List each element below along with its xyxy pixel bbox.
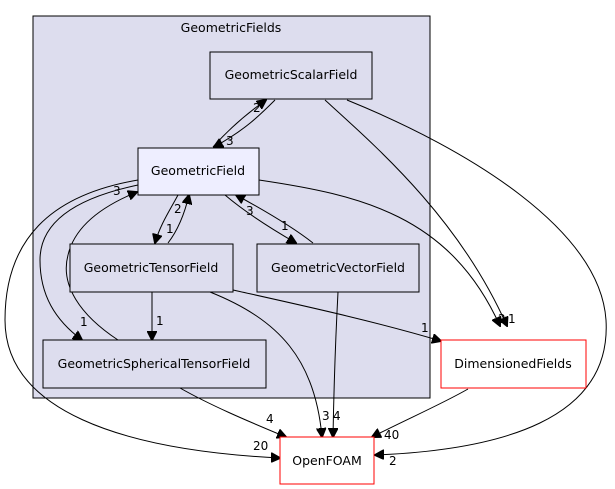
edge-label: 1 [508,312,516,326]
edge-dimensioned-to-openfoam [372,388,469,437]
edge-label: 3 [322,409,330,423]
node-label: OpenFOAM [292,453,362,468]
edge-label: 2 [498,312,506,326]
node-box [440,339,587,389]
node-box [69,243,234,293]
cluster-title: GeometricFields [181,20,282,35]
edge-tensor-to-dimensioned [232,289,441,341]
edge-vector-to-field [236,195,314,244]
edge-label: 1 [80,315,88,329]
node-geometric-spherical-tensor-field[interactable]: GeometricSphericalTensorField [42,339,267,389]
node-box [279,436,375,485]
node-label: GeometricTensorField [84,260,219,275]
edge-field-to-spherical [39,184,139,340]
edge-scalar-to-openfoam [346,99,607,455]
edge-label: 3 [246,204,254,218]
edge-tensor-to-field [167,195,189,244]
edge-label: 20 [253,439,268,453]
node-geometric-tensor-field[interactable]: GeometricTensorField [69,243,234,293]
edge-vector-to-openfoam [333,291,339,437]
edge-field-to-scalar [212,100,266,148]
edge-label: 2 [174,202,182,216]
node-geometric-scalar-field[interactable]: GeometricScalarField [209,51,373,100]
edge-spherical-to-openfoam [179,387,286,437]
node-dimensioned-fields[interactable]: DimensionedFields [440,339,587,389]
edges: 3 2 1 2 1 3 1 3 1 1 2 1 2 20 3 4 4 [4,99,607,468]
edge-field-to-tensor [155,194,179,243]
node-openfoam[interactable]: OpenFOAM [279,436,375,485]
node-label: GeometricSphericalTensorField [58,356,251,371]
edge-label: 2 [389,454,397,468]
node-label: GeometricField [151,163,245,178]
edge-tensor-to-openfoam [209,291,322,437]
edge-spherical-to-field [65,192,137,341]
edge-label: 4 [266,412,274,426]
edge-field-to-dimensioned [258,179,500,326]
edge-label: 1 [421,321,429,335]
edge-scalar-to-field [214,99,276,147]
node-label: GeometricScalarField [225,67,358,82]
edge-field-to-openfoam [4,179,280,458]
node-geometric-field[interactable]: GeometricField [137,147,260,196]
node-geometric-vector-field[interactable]: GeometricVectorField [256,243,420,293]
node-label: DimensionedFields [454,356,571,371]
node-box [256,243,420,293]
edge-label: 1 [166,222,174,236]
edge-label: 3 [113,184,121,198]
edge-label: 40 [384,428,399,442]
edge-field-to-vector [224,194,296,243]
edge-label: 1 [281,219,289,233]
node-box [42,339,267,389]
edge-label: 3 [226,134,234,148]
edge-label: 4 [333,409,341,423]
node-box [137,147,260,196]
edge-scalar-to-dimensioned [324,99,507,326]
edge-label: 1 [156,314,164,328]
node-box [209,51,373,100]
edge-label: 2 [253,101,261,115]
node-label: GeometricVectorField [271,260,405,275]
